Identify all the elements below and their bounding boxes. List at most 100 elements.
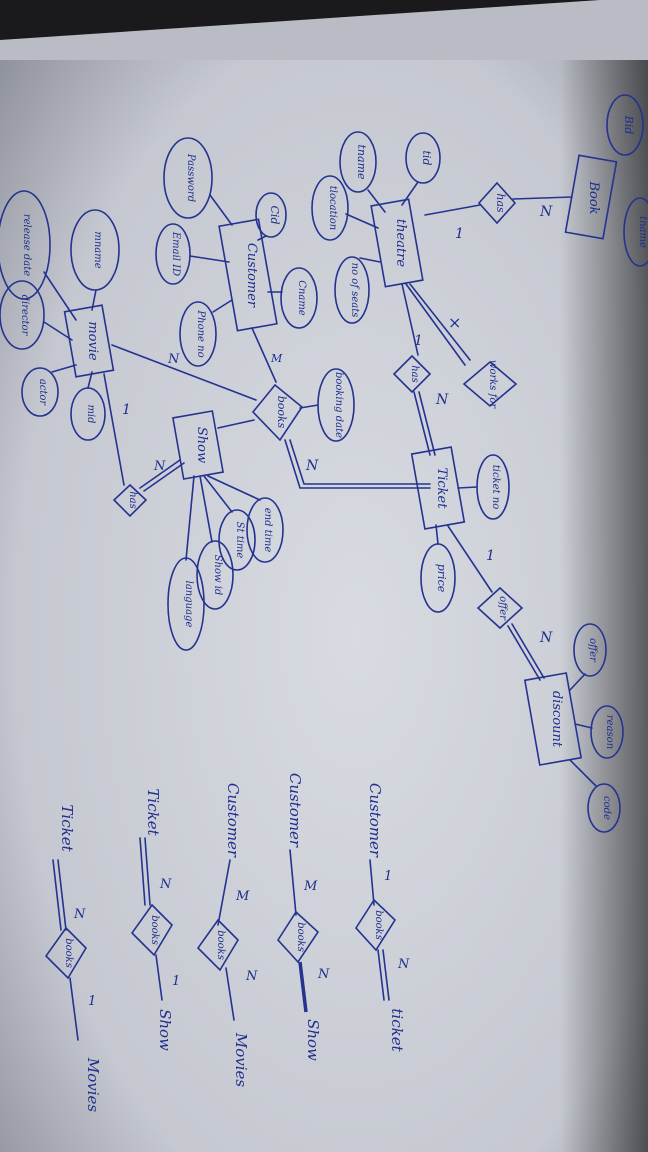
card-n-book: N — [539, 204, 553, 220]
relationship-has-top: has N 1 — [424, 181, 573, 242]
legend-5-left: Ticket — [58, 804, 76, 852]
attr-tlocation: tlocation — [327, 186, 338, 230]
movie-entity: movie — [63, 304, 115, 378]
legend-2-left-card: M — [303, 879, 318, 894]
discount-entity: discount — [523, 672, 583, 766]
movie-label: movie — [85, 321, 100, 361]
attr-ticketno: ticket no — [490, 465, 501, 509]
relationship-has-theatre-ticket: has N — [392, 354, 449, 456]
has-top-label: has — [494, 193, 507, 213]
legend-row-4: Ticket N books 1 Show — [130, 788, 180, 1051]
line-ticket-offer — [447, 525, 493, 593]
card-1-theatre-top: 1 — [455, 226, 464, 242]
movie-attributes: mname release date director actor mid — [0, 190, 120, 441]
book-entity: Book — [564, 154, 618, 240]
attr-cid: Cid — [268, 206, 281, 225]
right-edge-shadow — [560, 0, 648, 1152]
line-show-has — [139, 459, 181, 489]
card-n-discount: N — [539, 630, 553, 646]
attr-director: director — [19, 295, 30, 337]
attr-noofseats: no of seats — [349, 263, 360, 318]
legend-row-1: Customer 1 books N ticket — [354, 783, 410, 1053]
legend-row-5: Ticket N books 1 Movies — [44, 804, 102, 1113]
offer-label: offer — [497, 596, 508, 621]
paper-top-edge — [0, 0, 648, 60]
customer-label: Customer — [244, 243, 259, 308]
relationship-offer: offer N — [476, 586, 553, 681]
legend-1-right: ticket — [388, 1008, 406, 1052]
legend-2-rel: books — [295, 922, 306, 952]
attr-sttime: St time — [234, 522, 245, 559]
legend-3-left: Customer — [224, 783, 242, 858]
legend-2-right: Show — [304, 1019, 322, 1061]
card-n-books-ticket: N — [305, 458, 319, 474]
legend-4-left-card: N — [159, 877, 172, 892]
legend-1-left: Customer — [366, 783, 384, 858]
attr-code: code — [601, 796, 612, 820]
legend-row-3: Customer M books N Movies — [196, 783, 258, 1088]
attr-endtime: end time — [262, 508, 273, 553]
legend-5-right: Movies — [84, 1057, 102, 1113]
theatre-label: theatre — [393, 219, 408, 267]
attr-releasedate: release date — [21, 214, 32, 276]
attr-actor: actor — [37, 379, 48, 407]
line-theatre-works — [409, 283, 471, 361]
discount-label: discount — [549, 691, 564, 748]
legend-4-left: Ticket — [144, 788, 162, 836]
show-attributes: end time St time Show id language — [167, 475, 284, 651]
attr-cname: Cname — [296, 280, 307, 316]
attr-booking-date: booking date — [333, 372, 344, 438]
card-n-books-movie: N — [167, 352, 180, 367]
attr-tid: tid — [420, 151, 433, 166]
show-label: Show — [194, 427, 209, 463]
attr-reason: reason — [604, 715, 615, 749]
legend-2-left: Customer — [286, 773, 304, 848]
legend-1-left-card: 1 — [384, 869, 392, 884]
has-mid-label: has — [409, 365, 420, 383]
cross-mark: × — [448, 313, 461, 332]
book-attributes: Bid tname — [606, 94, 648, 267]
legend-4-right: Show — [156, 1009, 174, 1051]
card-1-ticket: 1 — [486, 548, 495, 564]
legend-row-2: Customer M books N Show — [276, 773, 330, 1061]
attr-offer: offer — [587, 638, 598, 663]
relationship-books: books — [111, 344, 431, 489]
book-label: Book — [586, 180, 601, 214]
relationship-works-for: works for — [462, 360, 518, 409]
theatre-entity: theatre — [370, 198, 424, 288]
legend-4-right-card: 1 — [172, 974, 180, 989]
legend-2-right-card: N — [317, 967, 330, 982]
line-theatre-has — [401, 283, 419, 356]
line-theatre-works-2 — [405, 283, 466, 366]
legend-1-right-card: N — [397, 957, 410, 972]
discount-attributes: offer reason code — [569, 623, 624, 833]
card-m-customer: M — [270, 352, 283, 365]
book-attr-bid: Bid — [622, 115, 635, 135]
theatre-attributes: tid tname tlocation no of seats — [311, 131, 441, 324]
customer-attributes: Password Cid Email ID Cname Phone no — [155, 137, 318, 367]
card-n-show: N — [153, 459, 166, 474]
legend-4-rel: books — [149, 915, 160, 945]
booking-date-attribute: booking date — [299, 368, 355, 442]
legend-3-rel: books — [215, 930, 226, 960]
books-label: books — [275, 396, 288, 429]
line-show-has-2 — [143, 462, 185, 492]
attr-language: language — [183, 581, 194, 628]
customer-entity: Customer — [218, 218, 278, 332]
ticket-entity: Ticket — [410, 446, 466, 530]
legend-5-left-card: N — [73, 907, 86, 922]
card-n-ticket: N — [435, 392, 449, 408]
legend-5-rel: books — [63, 938, 74, 968]
attr-password: Password — [185, 153, 196, 202]
legend-3-right: Movies — [232, 1032, 250, 1088]
attr-showid: Show id — [212, 555, 223, 596]
ticket-attributes: ticket no price — [420, 454, 510, 613]
card-1-theatre-mid: 1 — [414, 333, 423, 349]
ticket-label: Ticket — [434, 468, 449, 510]
legend-1-rel: books — [373, 910, 384, 940]
legend-3-right-card: N — [245, 969, 258, 984]
line-customer-books — [251, 327, 277, 383]
attr-price: price — [435, 564, 448, 593]
